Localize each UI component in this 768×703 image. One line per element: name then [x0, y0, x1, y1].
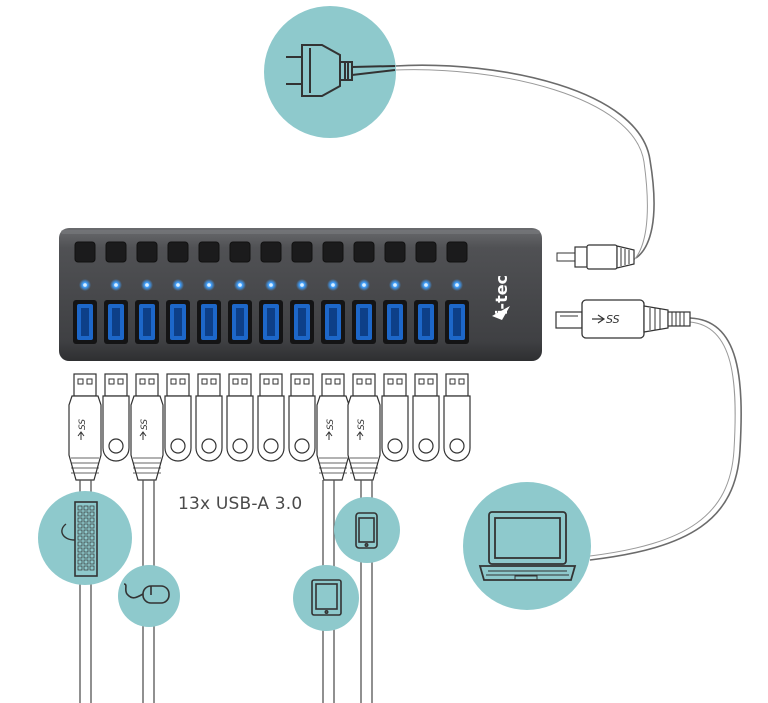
- port-led-row: [79, 279, 463, 291]
- usb-plug-9: SS: [316, 373, 350, 481]
- svg-text:SS: SS: [606, 313, 620, 326]
- port-switch-5[interactable]: [198, 241, 220, 263]
- mouse-circle: [118, 565, 180, 627]
- port-switch-9[interactable]: [322, 241, 344, 263]
- port-count-caption: 13x USB-A 3.0: [178, 494, 303, 514]
- tablet-circle: [293, 565, 359, 631]
- usb-port-13[interactable]: [445, 300, 469, 344]
- port-switch-13[interactable]: [446, 241, 468, 263]
- usb-port-4[interactable]: [166, 300, 190, 344]
- usb-b-connector: SS: [555, 299, 691, 339]
- usb-plug-11: [381, 373, 409, 462]
- usb-plug-2: [102, 373, 130, 462]
- usb-plug-5: [195, 373, 223, 462]
- usb-ss-logo: SS: [77, 419, 88, 440]
- phone-circle: [334, 497, 400, 563]
- power-cable: [394, 64, 655, 259]
- port-switch-2[interactable]: [105, 241, 127, 263]
- svg-text:SS: SS: [140, 419, 150, 430]
- usb-port-1[interactable]: [73, 300, 97, 344]
- usb-port-11[interactable]: [383, 300, 407, 344]
- port-switch-3[interactable]: [136, 241, 158, 263]
- svg-text:i-tec: i-tec: [492, 275, 511, 315]
- usb-plug-13: [443, 373, 471, 462]
- usb-port-2[interactable]: [104, 300, 128, 344]
- mouse-icon: [123, 583, 170, 604]
- power-plug-icon: [286, 44, 396, 97]
- usb-plug-1: SS: [68, 373, 102, 481]
- usb-ss-logo: SS: [356, 419, 367, 440]
- usb-plug-8: [288, 373, 316, 462]
- usb-plug-4: [164, 373, 192, 462]
- usb-port-12[interactable]: [414, 300, 438, 344]
- brand-mark-icon: [492, 306, 510, 320]
- usb-ss-logo: SS: [139, 419, 150, 440]
- svg-text:SS: SS: [357, 419, 367, 430]
- usb-ss-logo: SS: [325, 419, 336, 440]
- port-switch-7[interactable]: [260, 241, 282, 263]
- svg-text:SS: SS: [78, 419, 88, 430]
- usb-port-row: [73, 300, 469, 344]
- port-switch-8[interactable]: [291, 241, 313, 263]
- usb-plug-12: [412, 373, 440, 462]
- usb-hub: i-tec: [59, 228, 542, 361]
- usb-plug-3: SS: [130, 373, 164, 481]
- laptop-circle: [463, 482, 591, 610]
- usb-port-6[interactable]: [228, 300, 252, 344]
- usb-port-8[interactable]: [290, 300, 314, 344]
- usb-port-9[interactable]: [321, 300, 345, 344]
- port-switch-12[interactable]: [415, 241, 437, 263]
- keyboard-icon: [61, 501, 98, 577]
- usb-plug-7: [257, 373, 285, 462]
- keyboard-circle: [38, 491, 132, 585]
- dc-power-jack: [556, 244, 635, 270]
- port-switch-11[interactable]: [384, 241, 406, 263]
- power-plug-circle: [264, 6, 396, 138]
- port-switch-4[interactable]: [167, 241, 189, 263]
- usb-ss-logo: SS: [592, 313, 620, 326]
- port-switch-6[interactable]: [229, 241, 251, 263]
- usb-drive-row: SS SS SS SS: [68, 373, 471, 481]
- usb-port-5[interactable]: [197, 300, 221, 344]
- brand-logo: i-tec: [492, 275, 511, 315]
- laptop-icon: [478, 511, 577, 581]
- usb-plug-10: SS: [347, 373, 381, 481]
- port-switch-row: [74, 241, 468, 263]
- upstream-cable: [589, 317, 742, 561]
- port-switch-10[interactable]: [353, 241, 375, 263]
- phone-icon: [355, 512, 378, 549]
- usb-port-3[interactable]: [135, 300, 159, 344]
- usb-port-7[interactable]: [259, 300, 283, 344]
- usb-port-10[interactable]: [352, 300, 376, 344]
- tablet-icon: [311, 579, 342, 616]
- svg-text:SS: SS: [326, 419, 336, 430]
- usb-plug-6: [226, 373, 254, 462]
- port-switch-1[interactable]: [74, 241, 96, 263]
